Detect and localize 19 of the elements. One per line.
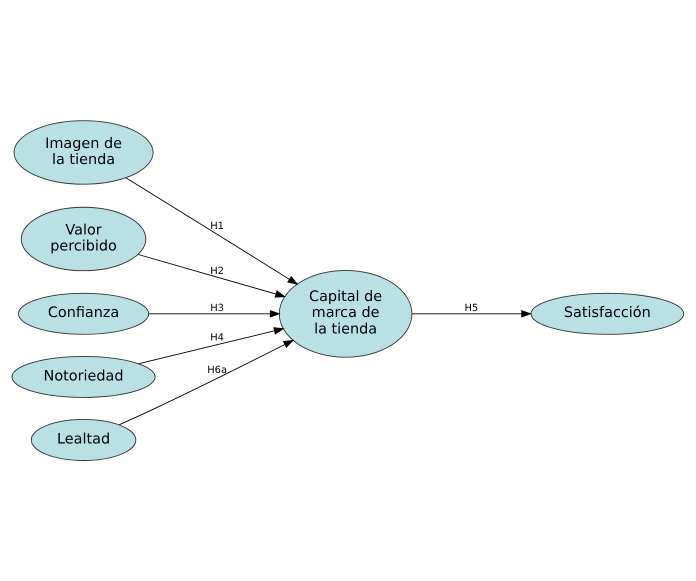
- arrow: [148, 310, 281, 318]
- edge-label: H4: [210, 332, 224, 344]
- node-ellipse: Capital de marca de la tienda: [278, 270, 412, 358]
- node-ellipse: Notoriedad: [12, 356, 156, 398]
- arrow: [138, 254, 286, 298]
- node-ellipse: Lealtad: [30, 419, 136, 461]
- arrow: [118, 340, 294, 426]
- edge-label: H5: [464, 302, 478, 314]
- arrow: [412, 310, 532, 318]
- node-ellipse: Valor percibido: [20, 206, 146, 272]
- node-ellipse: Confianza: [18, 292, 150, 335]
- edge-label: H6a: [207, 365, 228, 376]
- arrow: [138, 327, 285, 364]
- edge-label: H2: [210, 266, 224, 277]
- arrow: [125, 177, 298, 285]
- edge-label: H3: [210, 302, 224, 314]
- node-ellipse: Satisfacción: [530, 292, 684, 335]
- edge-label: H1: [210, 220, 224, 232]
- node-ellipse: Imagen de la tienda: [14, 120, 154, 185]
